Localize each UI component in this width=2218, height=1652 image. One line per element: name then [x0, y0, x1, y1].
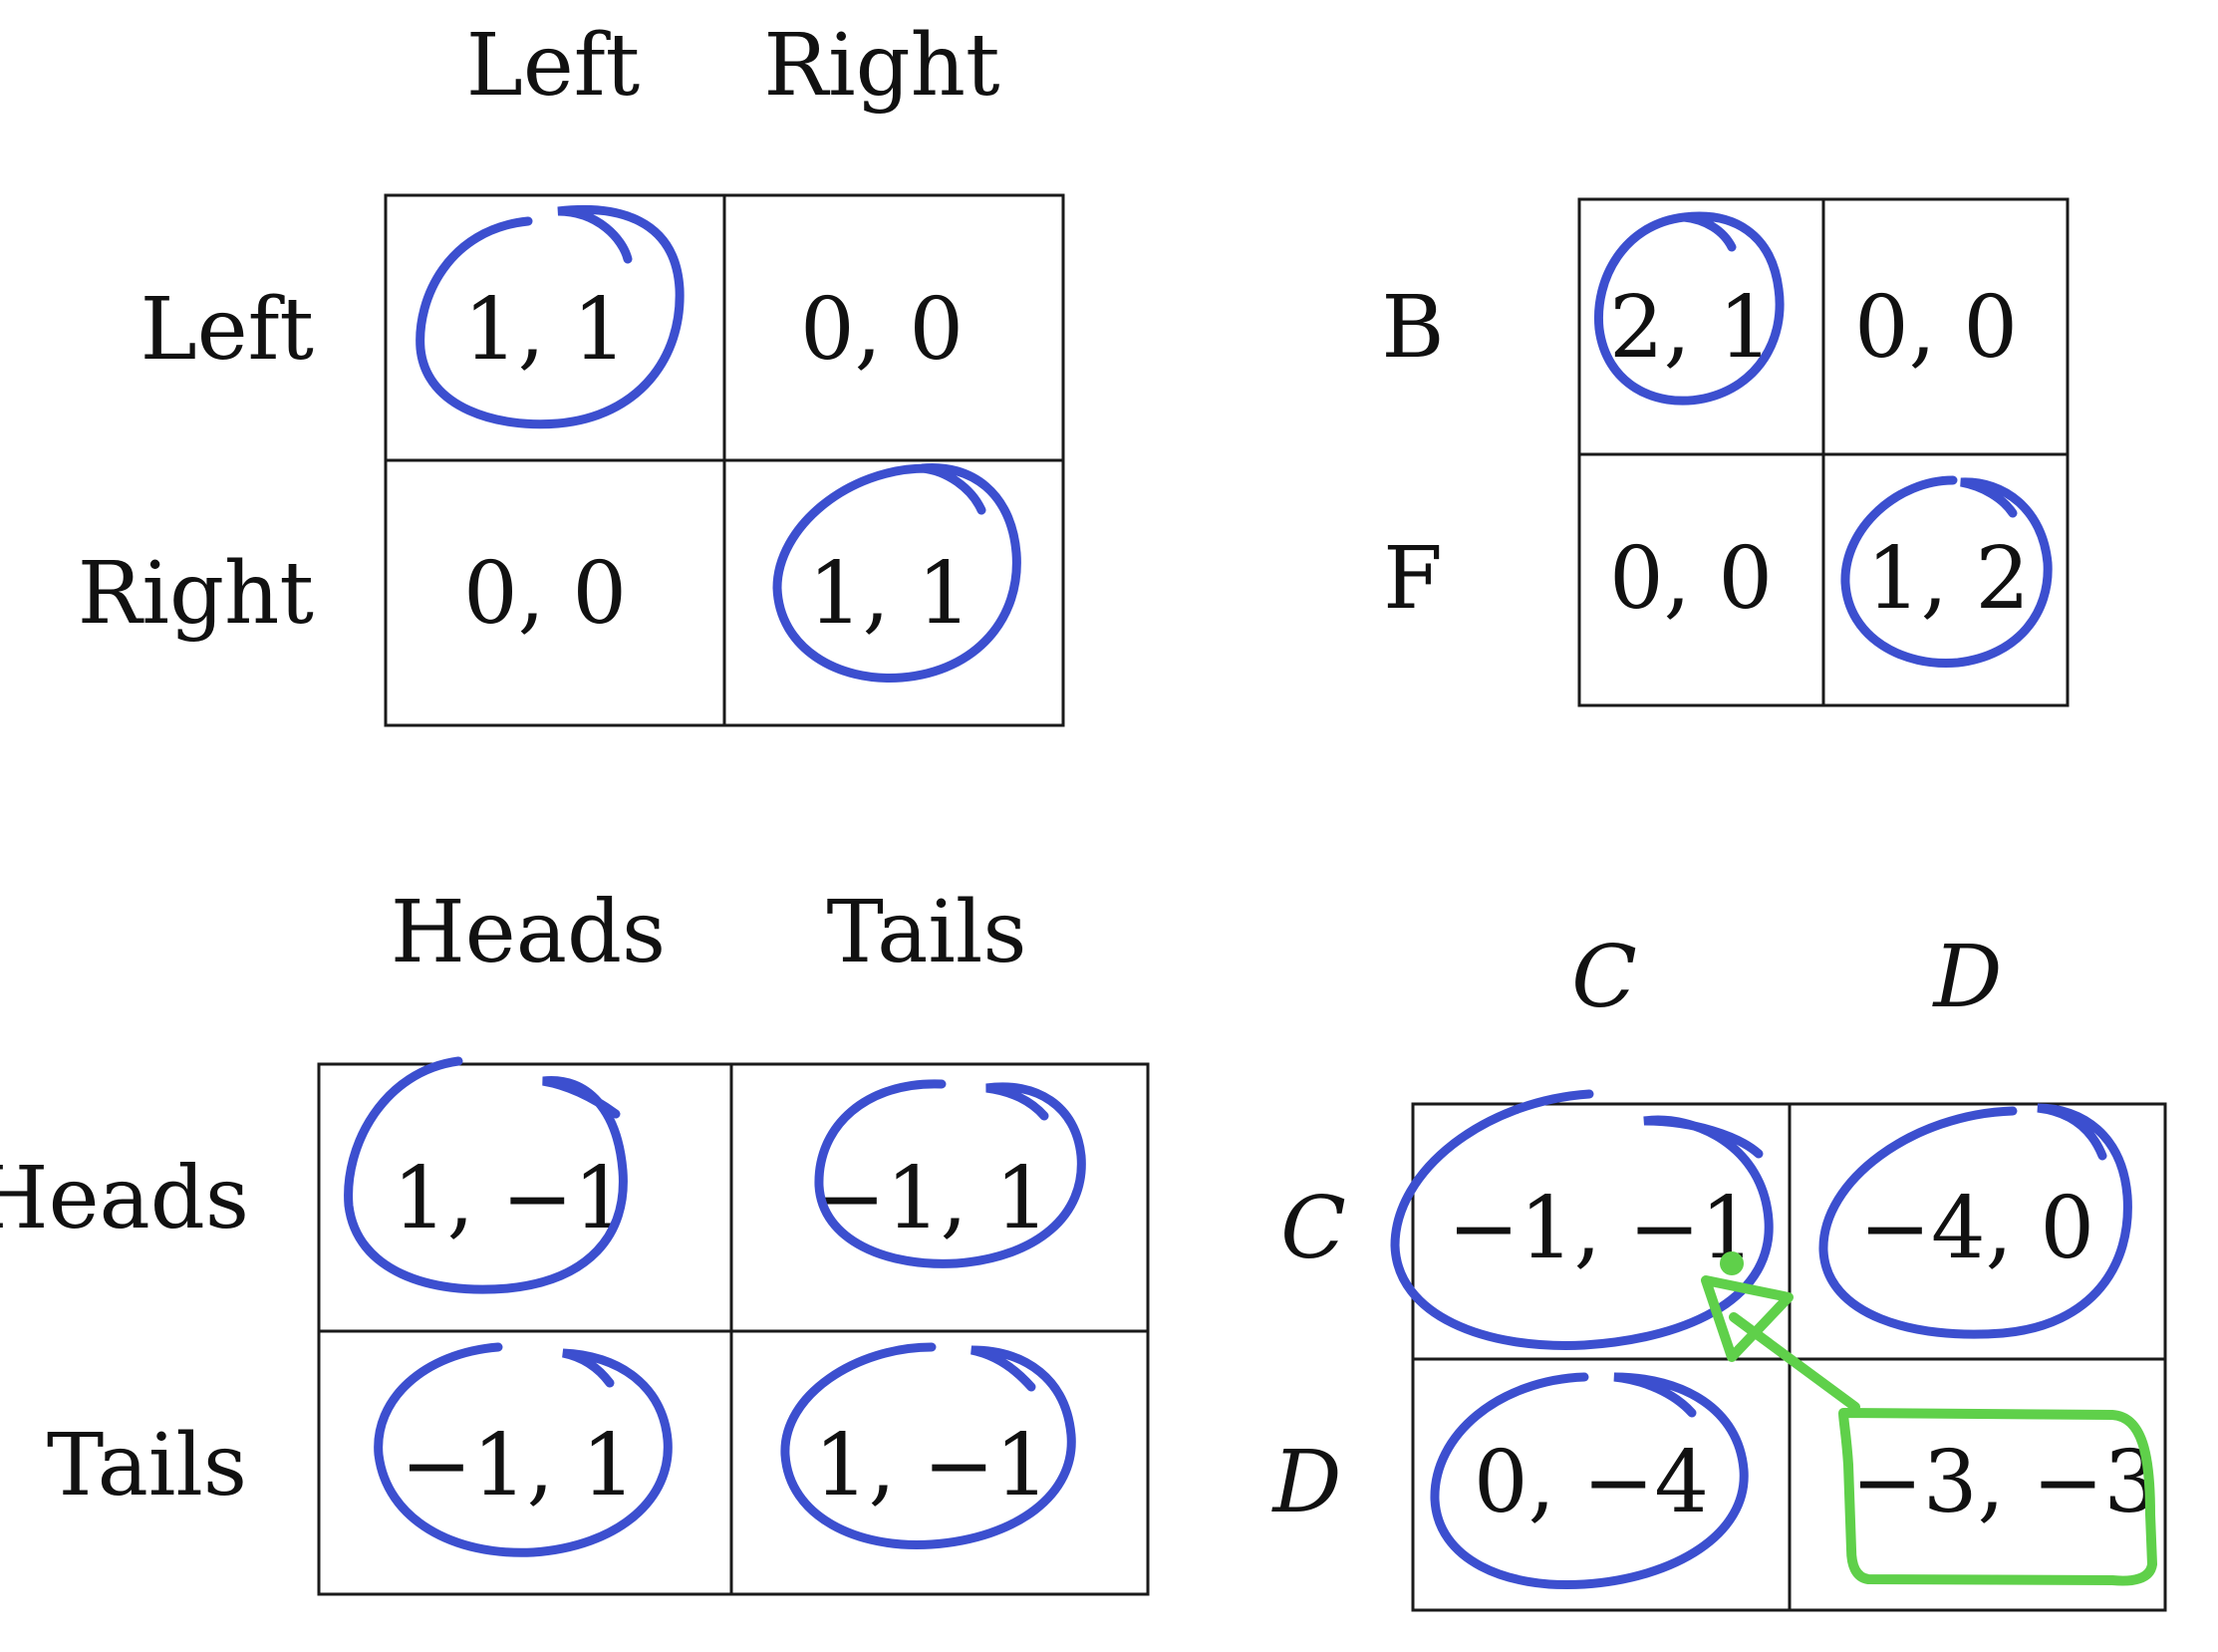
payoff-cell: 1, 1 [808, 544, 971, 644]
payoff-cell: −4, 0 [1859, 1179, 2094, 1278]
payoff-cell: −1, 1 [401, 1416, 636, 1515]
deviation-arrow-annotation [1701, 1275, 1860, 1412]
payoff-cell: −3, −3 [1851, 1433, 2158, 1532]
best-response-circle-annotation [374, 1342, 673, 1557]
payoff-cell: 0, 0 [800, 280, 964, 380]
row-label-tails: Tails [47, 1416, 247, 1515]
payoff-cell: 0, 0 [1854, 278, 2018, 378]
payoff-grid [317, 1062, 1150, 1596]
row-label-heads: Heads [0, 1149, 249, 1248]
nash-circle-annotation [1840, 475, 2053, 669]
row-label-right: Right [78, 544, 314, 644]
best-response-circle-annotation [780, 1342, 1076, 1549]
payoff-cell: 1, −1 [814, 1416, 1049, 1515]
nash-circle-annotation [772, 462, 1021, 683]
deviation-box-annotation [1838, 1408, 2157, 1586]
game-left-right: Left Right Left Right 1, 1 0, 0 0, 0 1, … [78, 16, 1065, 727]
payoff-grid [1577, 197, 2070, 707]
payoff-cell: 1, −1 [393, 1149, 628, 1248]
game-c-d: C D C D −1, −1 −4, 0 0, −4 −3, −3 [1271, 928, 2167, 1612]
row-label-f: F [1383, 529, 1443, 629]
deviation-point-annotation [1720, 1251, 1744, 1275]
col-label-c: C [1571, 928, 1637, 1027]
payoff-cell: 1, 2 [1866, 529, 2030, 629]
col-label-left: Left [466, 16, 640, 116]
payoff-cell: 1, 1 [463, 280, 627, 380]
payoff-cell: 0, −4 [1474, 1433, 1709, 1532]
best-response-circle-annotation [814, 1079, 1086, 1268]
payoff-cell: 0, 0 [463, 544, 627, 644]
nash-circle-annotation [416, 204, 685, 429]
best-response-circle-annotation [1430, 1372, 1749, 1590]
col-label-tails: Tails [826, 883, 1026, 982]
payoff-cell: −1, −1 [1448, 1179, 1755, 1278]
best-response-circle-annotation [1818, 1103, 2132, 1339]
payoff-grid [384, 193, 1065, 727]
col-label-heads: Heads [391, 883, 666, 982]
col-label-right: Right [763, 16, 999, 116]
payoff-cell: 2, 1 [1609, 278, 1773, 378]
col-label-d: D [1932, 928, 2003, 1027]
game-heads-tails: Heads Tails Heads Tails 1, −1 −1, 1 −1, … [0, 883, 1150, 1596]
row-label-b: B [1381, 278, 1444, 378]
nash-circle-annotation [1593, 211, 1785, 406]
best-response-circle-annotation [344, 1056, 628, 1294]
row-label-c: C [1280, 1179, 1346, 1278]
payoff-cell: −1, 1 [814, 1149, 1049, 1248]
row-label-d: D [1271, 1433, 1342, 1532]
best-response-circle-annotation [1390, 1089, 1774, 1350]
row-label-left: Left [140, 280, 314, 380]
game-b-f: B F 2, 1 0, 0 0, 0 1, 2 [1381, 197, 2070, 707]
payoff-cell: 0, 0 [1609, 529, 1773, 629]
